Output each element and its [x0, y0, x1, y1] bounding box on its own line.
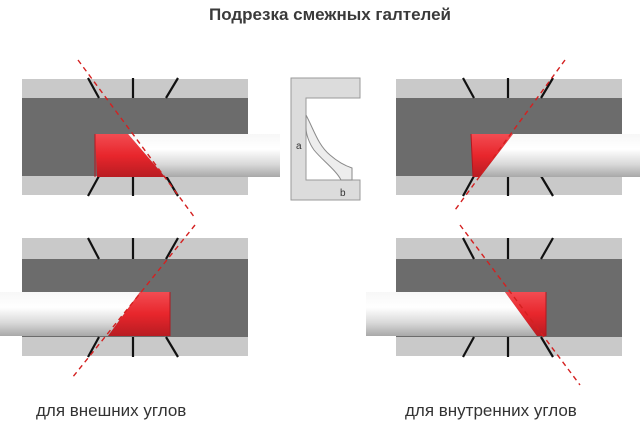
profile-label-b: b — [340, 188, 346, 199]
page-title: Подрезка смежных галтелей — [208, 5, 452, 24]
miter-box-bottom-right — [366, 224, 622, 386]
molding-profile: a b — [290, 77, 361, 201]
miter-box-bottom-left — [0, 224, 248, 379]
caption-outer-corners: для внешних углов — [36, 401, 187, 420]
profile-label-a: a — [296, 141, 302, 152]
miter-box-top-right — [396, 59, 640, 211]
miter-box-top-left — [22, 59, 280, 219]
caption-inner-corners: для внутренних углов — [405, 401, 577, 420]
